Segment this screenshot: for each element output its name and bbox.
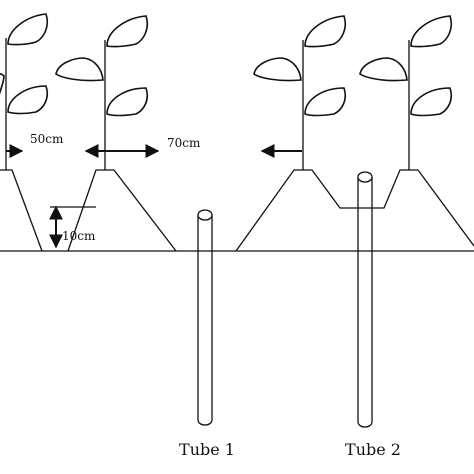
tube-1-label: Tube 1 — [179, 440, 235, 459]
spacing-small-label: 50cm — [30, 132, 64, 146]
tube-2-label: Tube 2 — [345, 440, 401, 459]
ridge-left-partial — [0, 169, 43, 252]
ridge-height-label: 10cm — [62, 229, 96, 243]
tube-2 — [357, 171, 373, 428]
ridge-double-right — [235, 169, 474, 252]
plant-3 — [253, 15, 347, 170]
tube-1 — [197, 209, 213, 426]
plant-4 — [359, 15, 453, 170]
plant-1 — [0, 13, 49, 170]
spacing-large-label: 70cm — [167, 136, 201, 150]
plant-2 — [55, 15, 149, 170]
